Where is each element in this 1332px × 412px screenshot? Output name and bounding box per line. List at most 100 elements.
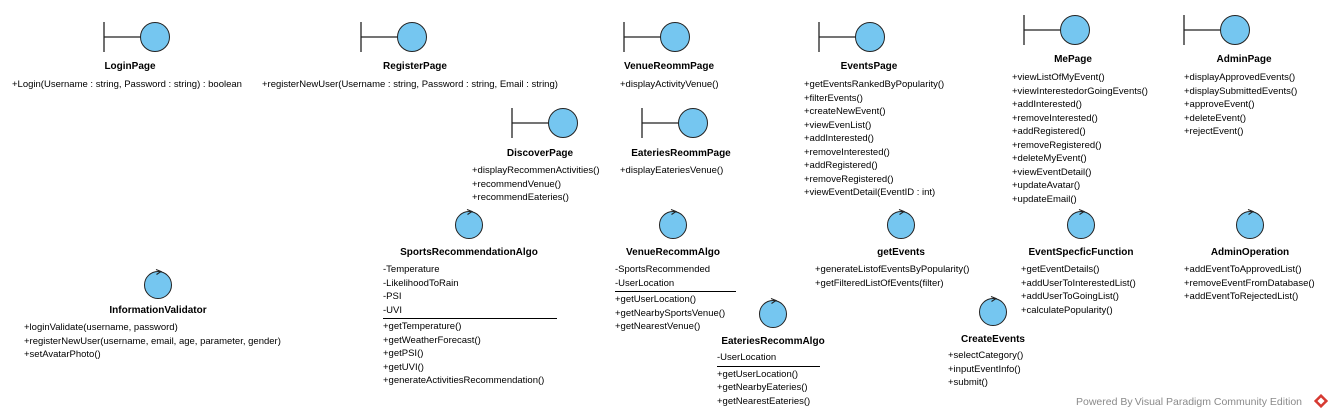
operation: +getNearbyEateries() <box>717 382 808 393</box>
compartment-divider <box>717 365 820 367</box>
control-icon <box>1067 208 1095 239</box>
operation: +removeRegistered() <box>1012 139 1102 151</box>
operation: +viewInterestedorGoingEvents() <box>1012 85 1148 97</box>
class-name: AdminOperation <box>1210 247 1290 258</box>
operation: +getUVI() <box>383 361 424 373</box>
attribute: -PSI <box>383 291 402 302</box>
boundary-icon <box>1023 15 1090 45</box>
compartment-divider <box>615 291 736 292</box>
operation: +createNewEvent() <box>804 106 886 117</box>
operation: +addInterested() <box>804 133 874 144</box>
control-icon <box>887 208 915 239</box>
operation: +updateAvatar() <box>1012 180 1081 191</box>
operation: +getNearestVenue() <box>615 321 701 332</box>
control-icon <box>455 208 483 239</box>
operation: +generateListofEventsByPopularity() <box>815 264 970 275</box>
operation: +recommendVenue() <box>472 178 561 190</box>
operations-list: +displayApprovedEvents() +displaySubmitte… <box>1184 71 1297 139</box>
class-name: DiscoverPage <box>506 148 574 159</box>
operation: +registerNewUser(username, email, age, p… <box>24 335 281 347</box>
operation: +submit() <box>948 377 988 388</box>
operation: +addInterested() <box>1012 99 1082 110</box>
operation: +calculatePopularity() <box>1021 304 1113 316</box>
class-name: EateriesReommPage <box>631 148 731 159</box>
operation: +registerNewUser(Username : string, Pass… <box>262 79 558 90</box>
operation: +getUserLocation() <box>717 368 799 380</box>
visual-paradigm-logo-icon <box>1314 394 1328 408</box>
boundary-icon <box>641 108 708 138</box>
operation: +Login(Username : string, Password : str… <box>12 79 242 90</box>
footer-credit: Powered By Visual Paradigm Community Edi… <box>1075 396 1302 408</box>
control-icon <box>659 208 687 239</box>
operation: +getTemperature() <box>383 321 462 332</box>
operation: +viewEventDetail(EventID : int) <box>804 187 936 198</box>
operations-list: +getEventDetails()+addUserToInterestedLi… <box>1021 263 1136 317</box>
class-name: VenueReommPage <box>623 61 715 72</box>
operation: +getPSI() <box>383 348 424 359</box>
attribute: -SportsRecommended <box>615 264 711 275</box>
operation: +addRegistered() <box>804 160 878 171</box>
boundary-icon <box>511 108 578 138</box>
boundary-icon <box>818 22 885 52</box>
attributes-list: -Temperature -LikelihoodToRain -PSI -UVI <box>383 263 459 317</box>
operations-list: +getTemperature()+getWeatherForecast()+g… <box>383 320 544 388</box>
operation: +rejectEvent() <box>1184 126 1244 137</box>
attribute: -UVI <box>383 304 402 316</box>
attribute: -Temperature <box>383 264 440 275</box>
operations-list: +viewListOfMyEvent() +viewInterestedorGoi… <box>1012 71 1148 206</box>
attribute: -UserLocation <box>717 352 777 363</box>
operations-list: +registerNewUser(Username : string, Pass… <box>262 78 558 92</box>
operation: +loginValidate(username, password) <box>24 322 178 333</box>
operation: +getEventsRankedByPopularity() <box>804 79 945 90</box>
operation: +viewEventDetail() <box>1012 166 1092 178</box>
operation: +displayEateriesVenue() <box>620 165 724 176</box>
operations-list: +displayEateriesVenue() <box>620 164 723 178</box>
operation: +addEventToRejectedList() <box>1184 291 1299 302</box>
operation: +addRegistered() <box>1012 126 1086 137</box>
operation: +removeInterested() <box>804 146 890 158</box>
operation: +approveEvent() <box>1184 99 1255 110</box>
class-name: AdminPage <box>1216 54 1272 65</box>
control-icon <box>759 297 787 328</box>
operation: +viewEvenList() <box>804 119 872 131</box>
class-name: getEvents <box>877 247 925 258</box>
operations-list: +getUserLocation() +getNearbyEateries() +g… <box>717 368 810 409</box>
operation: +addEventToApprovedList() <box>1184 264 1302 275</box>
operation: +displayRecommenActivities() <box>472 165 600 176</box>
operation: +removeRegistered() <box>804 173 894 185</box>
class-name: SportsRecommendationAlgo <box>400 247 538 258</box>
operation: +addUserToGoingList() <box>1021 291 1119 302</box>
operations-list: +generateListofEventsByPopularity() +getF… <box>815 263 969 290</box>
boundary-icon <box>360 22 427 52</box>
operations-list: +displayActivityVenue() <box>620 78 718 92</box>
class-name: LoginPage <box>104 61 156 72</box>
operation: +displayApprovedEvents() <box>1184 72 1296 83</box>
class-name: EventSpecficFunction <box>1028 247 1134 258</box>
operation: +setAvatarPhoto() <box>24 349 101 360</box>
boundary-icon <box>103 22 170 52</box>
operation: +getNearestEateries() <box>717 395 811 407</box>
operation: +recommendEateries() <box>472 192 569 203</box>
class-name: CreateEvents <box>961 334 1025 345</box>
operations-list: +Login(Username : string, Password : str… <box>12 78 242 92</box>
boundary-icon <box>1183 15 1250 45</box>
attribute: -LikelihoodToRain <box>383 277 459 289</box>
compartment-divider <box>383 318 557 319</box>
attributes-list: -UserLocation <box>717 351 776 365</box>
class-name: VenueRecommAlgo <box>626 247 720 258</box>
operations-list: +loginValidate(username, password) +regis… <box>24 321 281 362</box>
operation: +removeEventFromDatabase() <box>1184 277 1315 289</box>
class-name: EventsPage <box>840 61 898 72</box>
class-name: MePage <box>1054 54 1092 65</box>
operation: +displaySubmittedEvents() <box>1184 85 1298 97</box>
operations-list: +addEventToApprovedList() +removeEventFro… <box>1184 263 1315 304</box>
control-icon <box>979 295 1007 326</box>
operation: +filterEvents() <box>804 92 863 104</box>
operation: +getFilteredListOfEvents(filter) <box>815 277 944 289</box>
operation: +viewListOfMyEvent() <box>1012 72 1105 83</box>
class-name: InformationValidator <box>109 305 207 316</box>
operations-list: +selectCategory()+inputEventInfo()+submi… <box>948 349 1023 390</box>
operation: +updateEmail() <box>1012 193 1077 205</box>
operation: +getEventDetails() <box>1021 264 1100 275</box>
operation: +selectCategory() <box>948 350 1024 361</box>
